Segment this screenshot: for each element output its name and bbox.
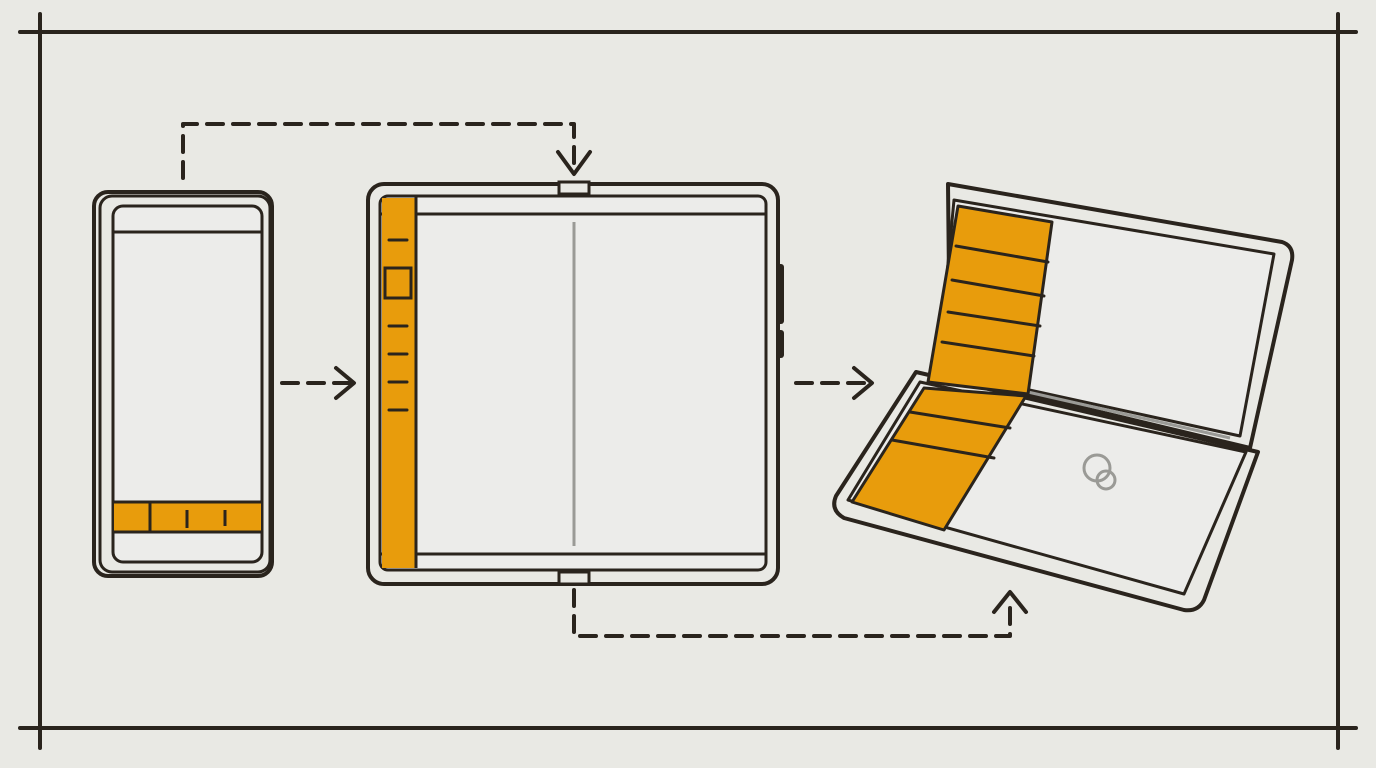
arrow-phone-to-tablet bbox=[280, 366, 356, 400]
frame bbox=[18, 12, 1358, 750]
half-folded-device bbox=[832, 182, 1295, 613]
phone-screen bbox=[111, 204, 264, 564]
folded-phone bbox=[92, 190, 274, 578]
tablet-nav-rail[interactable] bbox=[382, 196, 418, 568]
arrow-tablet-to-half-folded bbox=[794, 366, 874, 400]
overlapping-circles-icon[interactable] bbox=[1082, 453, 1117, 491]
unfolded-tablet bbox=[366, 180, 784, 586]
phone-bottom-nav-bar[interactable] bbox=[113, 500, 262, 534]
connector-top bbox=[181, 122, 592, 180]
connector-bottom bbox=[572, 588, 1028, 638]
half-folded-left-panel[interactable] bbox=[850, 204, 1054, 532]
